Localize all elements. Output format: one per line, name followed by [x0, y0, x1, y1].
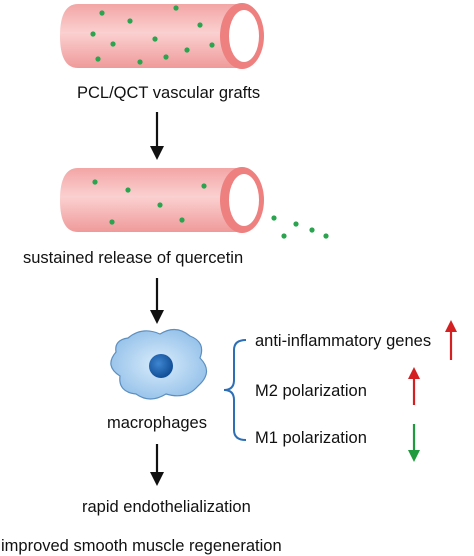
- smooth-muscle-label: improved smooth muscle regeneration: [1, 537, 282, 555]
- macrophage-cell-icon: [110, 328, 208, 400]
- flow-arrow: [150, 278, 164, 324]
- flow-arrow: [150, 112, 164, 160]
- graft-label: PCL/QCT vascular grafts: [77, 84, 261, 102]
- release-label: sustained release of quercetin: [23, 249, 244, 267]
- effect-label-m1: M1 polarization: [255, 429, 367, 447]
- flow-arrow: [150, 444, 164, 486]
- effect-label-m2: M2 polarization: [255, 382, 367, 400]
- decrease-arrow-icon: [408, 424, 420, 462]
- increase-arrow-icon: [408, 367, 420, 405]
- endothelialization-label: rapid endothelialization: [82, 498, 251, 516]
- grouping-brace: [223, 339, 247, 441]
- macrophage-label: macrophages: [107, 414, 207, 432]
- increase-arrow-icon: [445, 320, 457, 360]
- quercetin-dots-in-graft: [90, 5, 215, 65]
- vascular-graft-tube: [60, 3, 264, 69]
- vascular-graft-tube-releasing: [60, 167, 264, 233]
- quercetin-dots-released: [92, 179, 329, 239]
- effect-label-anti-inflammatory: anti-inflammatory genes: [255, 332, 432, 350]
